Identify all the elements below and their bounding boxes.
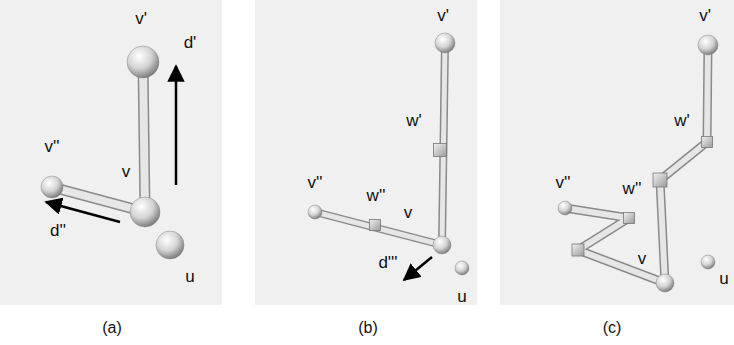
sphere xyxy=(558,201,572,215)
stick xyxy=(315,212,442,245)
stick-outline xyxy=(315,212,442,245)
cube xyxy=(370,220,381,231)
vector-label: v' xyxy=(437,7,449,24)
stick xyxy=(143,62,145,212)
sphere xyxy=(41,176,63,198)
sphere xyxy=(435,33,455,53)
vector-label: v' xyxy=(699,7,711,24)
vector-label: u xyxy=(185,268,194,285)
vector-label: w'' xyxy=(623,180,642,197)
spheres xyxy=(41,33,718,292)
vector-label: u xyxy=(457,288,466,305)
sphere xyxy=(308,205,322,219)
cube xyxy=(624,213,635,224)
cube xyxy=(572,244,584,256)
panel-caption: (a) xyxy=(102,320,122,336)
sphere xyxy=(127,46,159,78)
cube xyxy=(653,173,667,187)
direction-arrow xyxy=(175,66,178,185)
sphere xyxy=(701,255,715,269)
vector-label: u xyxy=(719,270,728,287)
stick-outline xyxy=(565,45,708,283)
sphere xyxy=(130,197,160,227)
sticks xyxy=(52,43,708,283)
sphere xyxy=(433,236,451,254)
panel-ground xyxy=(255,0,477,305)
vector-label: d''' xyxy=(378,254,397,271)
direction-arrow xyxy=(404,257,432,280)
panel-ground xyxy=(500,0,734,305)
vector-label: d' xyxy=(184,34,197,51)
sphere xyxy=(656,274,674,292)
direction-arrow xyxy=(46,202,120,222)
vector-label: v xyxy=(122,163,131,180)
cube xyxy=(434,144,447,157)
sphere xyxy=(156,231,184,259)
vector-label: v'' xyxy=(45,138,60,155)
stick-outline xyxy=(143,62,145,212)
panel-ground xyxy=(0,0,222,305)
vector-label: w'' xyxy=(367,187,386,204)
vector-label: v'' xyxy=(308,174,323,191)
panel-caption: (c) xyxy=(603,320,622,336)
vector-label: v xyxy=(404,204,413,221)
vector-label: v xyxy=(638,250,647,267)
vector-label: w' xyxy=(406,112,422,129)
vector-label: v'' xyxy=(556,174,571,191)
sphere xyxy=(698,35,718,55)
vector-label: d'' xyxy=(50,222,66,239)
sphere xyxy=(455,261,469,275)
cube xyxy=(702,137,713,148)
vector-label: v' xyxy=(135,10,147,27)
vector-label: w' xyxy=(674,112,690,129)
stick xyxy=(565,45,708,283)
panel-caption: (b) xyxy=(358,320,378,336)
